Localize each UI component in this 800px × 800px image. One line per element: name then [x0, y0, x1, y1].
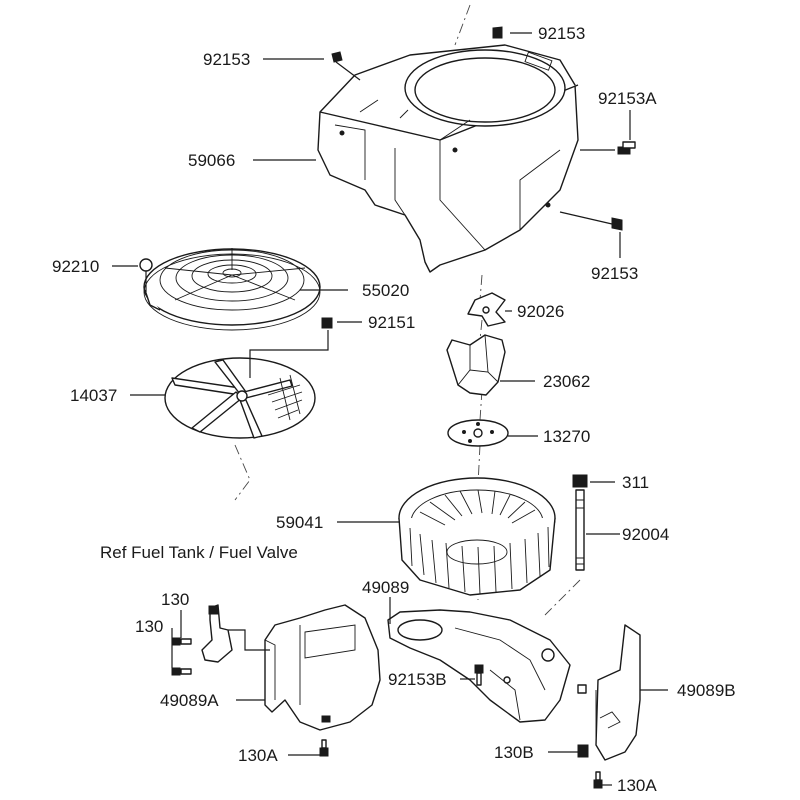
plate-13270[interactable]	[447, 419, 509, 447]
label-59041: 59041	[276, 513, 323, 532]
part-labels: 92153 92153 92153A 59066 92153 92210 550…	[52, 24, 736, 795]
label-311: 311	[622, 473, 649, 492]
bolt-130B[interactable]	[577, 744, 589, 758]
bolt-92151[interactable]	[321, 317, 333, 329]
label-23062: 23062	[543, 372, 590, 391]
label-49089: 49089	[362, 578, 409, 597]
label-92151: 92151	[368, 313, 415, 332]
bolt-92153A[interactable]	[617, 141, 636, 155]
bolt-130A-right[interactable]	[593, 771, 603, 789]
label-130-b: 130	[135, 617, 163, 636]
label-130A-left: 130A	[238, 746, 278, 765]
bolt-92153B[interactable]	[474, 664, 484, 686]
label-92004: 92004	[622, 525, 669, 544]
screen-55020[interactable]	[143, 248, 321, 331]
bolt-92153-top-left[interactable]	[331, 51, 343, 63]
label-55020: 55020	[362, 281, 409, 300]
label-92026: 92026	[517, 302, 564, 321]
label-59066: 59066	[188, 151, 235, 170]
label-ref-fuel-tank: Ref Fuel Tank / Fuel Valve	[100, 543, 298, 562]
nut-311[interactable]	[572, 474, 588, 488]
bolt-92153-right[interactable]	[611, 217, 623, 231]
label-130B: 130B	[494, 743, 534, 762]
holder-23062[interactable]	[446, 334, 506, 396]
plate-92026[interactable]	[467, 292, 506, 327]
blower-housing-59066[interactable]	[317, 44, 579, 273]
stud-92004[interactable]	[575, 489, 585, 571]
label-13270: 13270	[543, 427, 590, 446]
label-92153-right: 92153	[591, 264, 638, 283]
label-92210: 92210	[52, 257, 99, 276]
label-49089B: 49089B	[677, 681, 736, 700]
baffle-49089A[interactable]	[264, 604, 381, 731]
label-130-a: 130	[161, 590, 189, 609]
label-92153-top-right: 92153	[538, 24, 585, 43]
label-92153-top-left: 92153	[203, 50, 250, 69]
clip-92210[interactable]	[139, 258, 153, 272]
flywheel-59041[interactable]	[398, 477, 556, 596]
fan-14037[interactable]	[164, 357, 316, 439]
bolt-130-b[interactable]	[171, 667, 192, 676]
leader-lines	[112, 32, 668, 786]
bolt-130-a[interactable]	[171, 637, 192, 646]
bolt-92153-top-right[interactable]	[492, 26, 503, 39]
label-92153A: 92153A	[598, 89, 657, 108]
bolt-130A-left[interactable]	[319, 739, 329, 757]
label-130A-right: 130A	[617, 776, 657, 795]
baffle-49089B[interactable]	[577, 624, 641, 761]
label-14037: 14037	[70, 386, 117, 405]
label-49089A: 49089A	[160, 691, 219, 710]
fuel-valve-bracket[interactable]	[201, 604, 233, 663]
label-92153B: 92153B	[388, 670, 447, 689]
